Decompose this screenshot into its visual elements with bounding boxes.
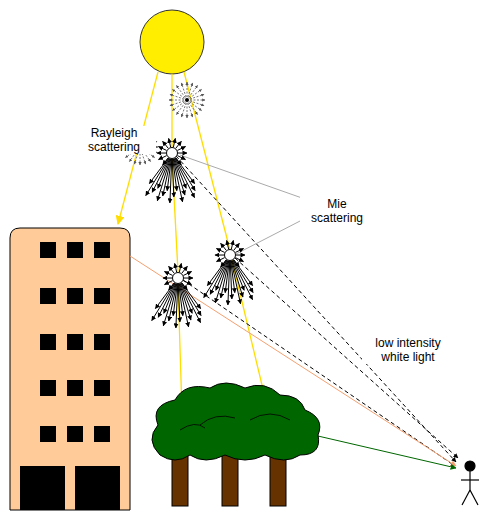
rayleigh-ray [189, 102, 198, 114]
mie-side-ray [183, 281, 191, 285]
mie-forward-ray [215, 261, 228, 303]
mie-side-ray [165, 281, 173, 285]
mie-side-ray [221, 243, 227, 250]
mie-particle [225, 250, 236, 261]
mie-forward-ray [152, 158, 169, 192]
scattering-particles [122, 82, 253, 328]
mie-side-ray [182, 283, 188, 290]
mie-side-ray [158, 147, 166, 151]
observer-figure [461, 461, 479, 505]
rayleigh-ray [190, 94, 204, 99]
mie-side-ray [175, 263, 177, 272]
mie-forward-ray [179, 284, 188, 327]
mie-side-ray [178, 153, 187, 154]
building-reflection [130, 256, 456, 466]
trees [152, 383, 320, 506]
mie-forward-ray [173, 159, 182, 202]
mie-label: Mie scattering [300, 197, 374, 225]
mie-side-ray [236, 255, 245, 256]
mie-side-ray [163, 141, 169, 148]
rayleigh-ray [188, 103, 193, 117]
rayleigh-particle [185, 98, 189, 102]
mie-forward-ray [231, 261, 240, 304]
mie-side-ray [169, 138, 171, 147]
mie-side-ray [163, 158, 169, 165]
rayleigh-ray [170, 94, 184, 99]
mie-side-ray [176, 141, 182, 148]
leader-lines [180, 155, 302, 254]
mie-forward-ray [157, 159, 170, 201]
mie-side-ray [227, 240, 229, 249]
mie-side-ray [183, 272, 191, 276]
rayleigh-ray [188, 83, 193, 97]
mie-side-ray [169, 266, 175, 273]
mie-side-ray [215, 255, 224, 256]
rayleigh-label: Rayleigh scattering [72, 126, 156, 154]
rayleigh-ray [181, 103, 186, 117]
rayleigh-ray [190, 101, 204, 106]
mie-side-ray [182, 266, 188, 273]
mie-side-ray [177, 156, 185, 160]
mie-particle [167, 148, 178, 159]
mie-forward-ray [172, 159, 174, 197]
mie-forward-ray [210, 260, 227, 294]
mie-forward-ray [174, 159, 185, 195]
rayleigh-ray [169, 100, 184, 101]
mie-side-ray [221, 260, 227, 267]
building [10, 228, 130, 510]
mie-forward-ray [158, 283, 175, 317]
rayleigh-ray [190, 100, 205, 101]
rayleigh-ray [187, 82, 188, 97]
mie-side-ray [177, 147, 185, 151]
light-label: low intensity white light [362, 336, 454, 364]
rayleigh-ray [170, 101, 184, 106]
mie-particle [173, 273, 184, 284]
mie-side-ray [216, 249, 224, 253]
mie-forward-ray [178, 284, 180, 322]
sunlight-rays [118, 72, 268, 412]
mie-side-ray [173, 138, 175, 147]
mie-side-ray [235, 249, 243, 253]
rayleigh-ray [181, 83, 186, 97]
mie-side-ray [184, 278, 193, 279]
mie-side-ray [217, 258, 225, 262]
rayleigh-ray [176, 85, 185, 97]
mie-side-ray [159, 156, 167, 160]
sun [140, 10, 204, 74]
mie-forward-ray [149, 158, 168, 184]
mie-side-ray [169, 283, 175, 290]
mie-forward-ray [230, 261, 232, 299]
mie-forward-ray [232, 261, 243, 297]
mie-side-ray [179, 263, 181, 272]
mie-side-ray [157, 153, 166, 154]
rayleigh-ray [172, 102, 184, 111]
mie-side-ray [234, 243, 240, 250]
mie-side-ray [164, 272, 172, 276]
mie-forward-ray [207, 260, 226, 286]
mie-forward-ray [152, 283, 175, 320]
mie-side-ray [235, 258, 243, 262]
rayleigh-ray [187, 103, 188, 118]
mie-side-ray [163, 278, 172, 279]
mie-forward-ray [163, 284, 176, 326]
mie-side-ray [176, 158, 182, 165]
rayleigh-ray [189, 89, 201, 98]
mie-forward-ray [146, 158, 169, 195]
mie-forward-ray [204, 260, 227, 297]
mie-forward-ray [155, 283, 174, 309]
mie-forward-ray [180, 284, 191, 320]
mie-side-ray [234, 260, 240, 267]
mie-side-ray [231, 240, 233, 249]
